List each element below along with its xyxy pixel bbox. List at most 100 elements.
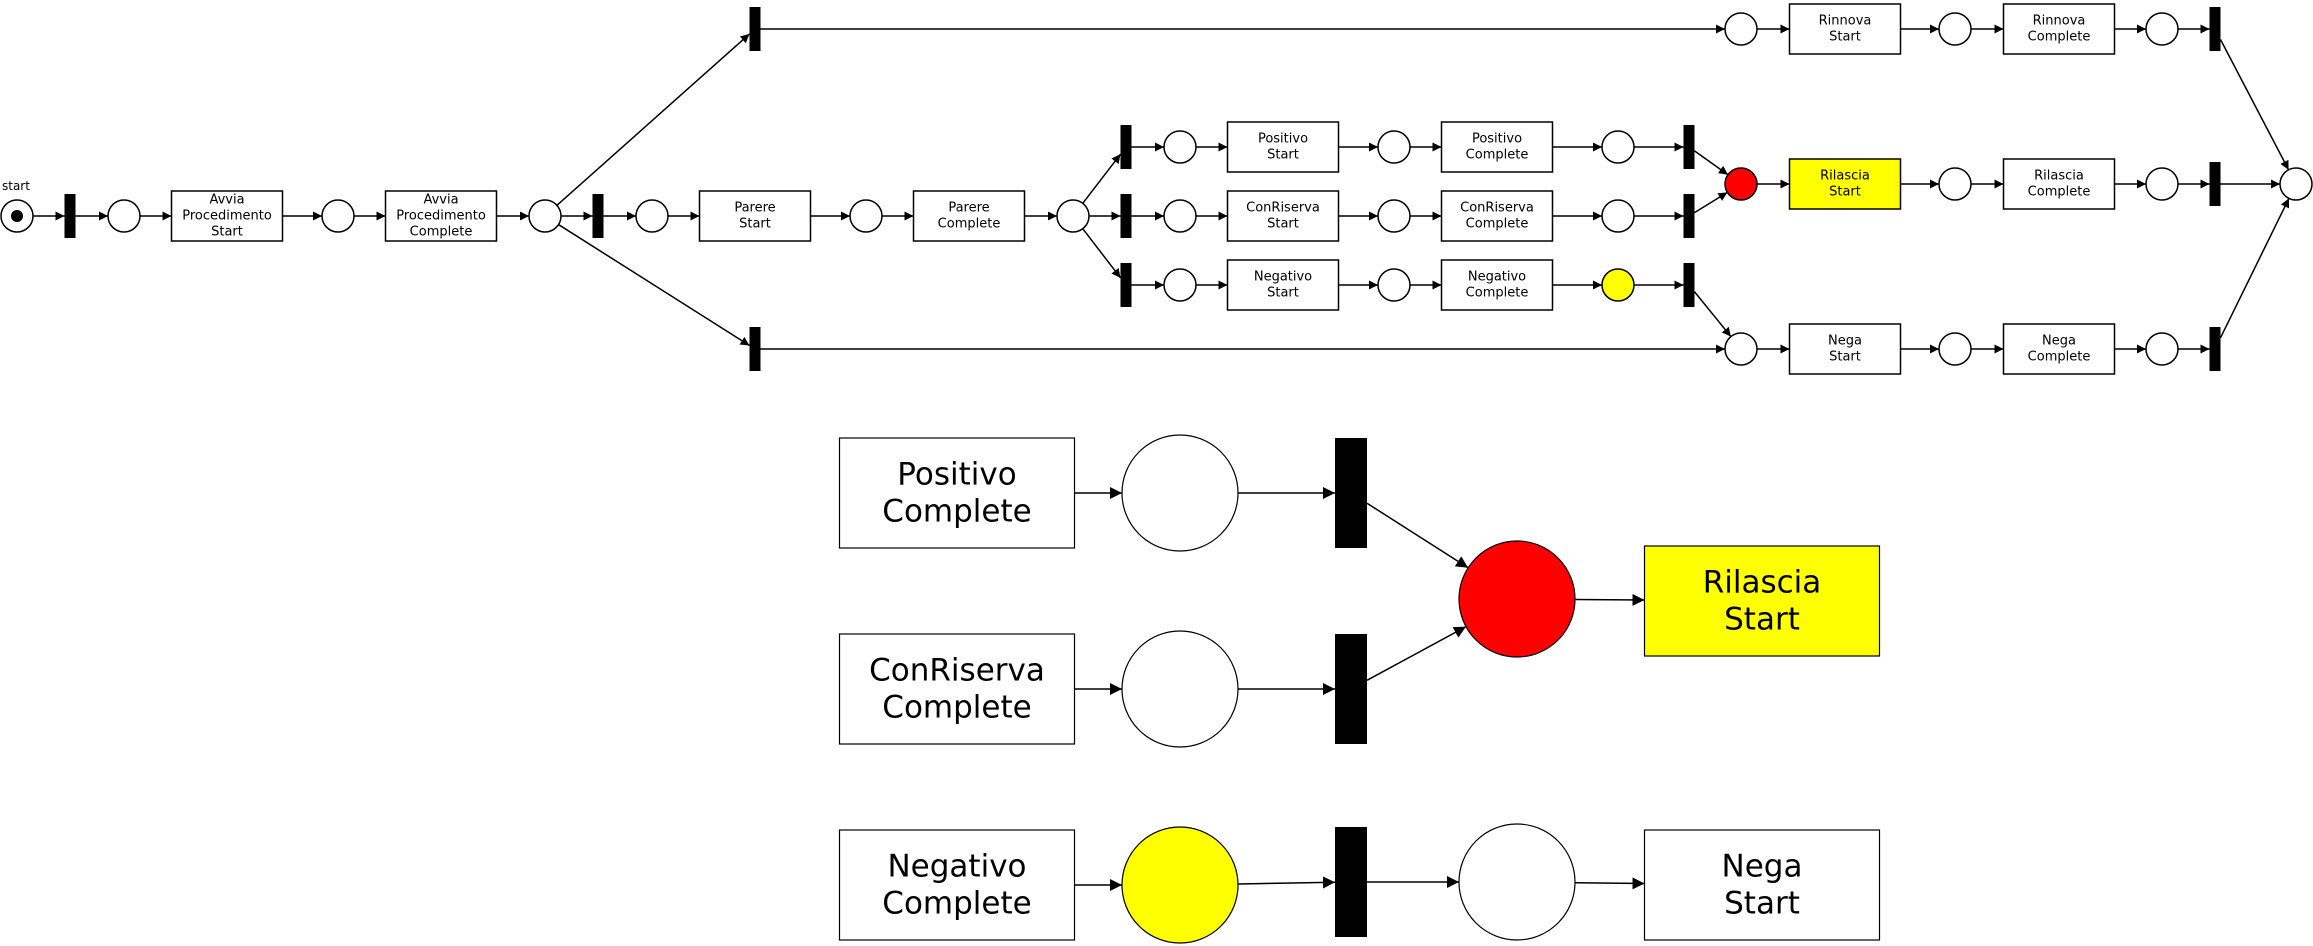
place-p3 (528, 199, 562, 233)
activity-label-line: Parere (734, 201, 775, 216)
place-p_neg2 (1377, 268, 1411, 302)
activity-label-line: Procedimento (182, 209, 272, 224)
transition-t_rinE (2209, 7, 2221, 51)
activity-label-line: Complete (938, 217, 1001, 232)
activity-box (1788, 3, 1902, 55)
activity-box (838, 633, 1076, 745)
activity-label-line: Start (1724, 602, 1800, 638)
activity-label-line: Complete (410, 225, 473, 240)
transition-t0 (64, 194, 76, 238)
place-p_rin2 (2145, 12, 2179, 46)
activity-box (1226, 121, 1340, 173)
activity-label-line: Start (1829, 185, 1861, 200)
activity-box (838, 437, 1076, 549)
arc-t_rinE-p_end (2219, 39, 2290, 171)
activity-label-line: ConRiserva (1460, 201, 1534, 216)
activity-label-line: Start (211, 225, 243, 240)
zoom-place-zp_neg (1121, 826, 1239, 944)
transition-t_negaE (2209, 327, 2221, 371)
activity-label-line: Start (1267, 286, 1299, 301)
transition-t_negE (1683, 263, 1695, 307)
place-p5 (849, 199, 883, 233)
place-p_rin1 (1938, 12, 1972, 46)
activity-label-line: Start (1267, 217, 1299, 232)
arc-p3-t_par (556, 33, 750, 206)
activity-box (1226, 190, 1340, 242)
arc-zp_red-z_ril_s (1574, 593, 1645, 606)
activity-label-line: Rilascia (2034, 169, 2084, 184)
activity-box (912, 190, 1026, 242)
arc-t_posE-p_ril0 (1694, 150, 1729, 176)
arc-layer (33, 24, 2290, 891)
activity-box (1440, 121, 1554, 173)
activity-label-line: Procedimento (396, 209, 486, 224)
activity-box (1440, 259, 1554, 311)
place-p_neg1 (1163, 268, 1197, 302)
arc-p6-t_negb (1082, 228, 1122, 279)
transition-t_rilE (2209, 162, 2221, 206)
activity-label-line: Start (1829, 350, 1861, 365)
activity-label-line: Nega (1722, 849, 1803, 885)
place-p_nega2 (2145, 332, 2179, 366)
activity-label-line: Complete (2028, 185, 2091, 200)
activity-label-line: Start (1724, 886, 1800, 922)
place-p2 (321, 199, 355, 233)
activity-label-line: Rinnova (1819, 14, 1872, 29)
arc-t_negE-p_nega0 (1693, 291, 1732, 338)
activity-box (384, 190, 498, 242)
activity-label-line: Start (1829, 30, 1861, 45)
activity-label-line: Negativo (887, 849, 1026, 885)
activity-box (1643, 545, 1881, 657)
activity-label-line: Rinnova (2033, 14, 2086, 29)
zoom-transition-zt_pos (1335, 438, 1367, 548)
activity-label-line: Parere (948, 201, 989, 216)
zoom-place-zp_nega (1458, 823, 1576, 941)
activity-label-line: Rilascia (1820, 169, 1870, 184)
activity-label-line: Negativo (1468, 270, 1526, 285)
place-p4 (635, 199, 669, 233)
zoom-place-zp_con (1121, 630, 1239, 748)
activity-box (1643, 829, 1881, 941)
arc-zt_con-zp_red (1366, 625, 1467, 681)
zoom-place-zp_pos (1121, 434, 1239, 552)
activity-label-line: Complete (1466, 217, 1529, 232)
place-p_nega1 (1938, 332, 1972, 366)
activity-label-line: Avvia (423, 193, 458, 208)
zoom-transition-zt_con (1335, 634, 1367, 744)
activity-label-line: Complete (2028, 350, 2091, 365)
activity-label-line: Complete (1466, 286, 1529, 301)
activity-label-line: Negativo (1254, 270, 1312, 285)
activity-box (1226, 259, 1340, 311)
activity-box (1440, 190, 1554, 242)
activity-label-line: Complete (882, 886, 1031, 922)
transition-t_conE (1683, 194, 1695, 238)
place-p6 (1056, 199, 1090, 233)
activity-box (2002, 3, 2116, 55)
activity-box (170, 190, 284, 242)
transition-t_negb (1120, 263, 1132, 307)
start-label: start (2, 179, 30, 193)
place-p_pos2 (1377, 130, 1411, 164)
transition-t_split (592, 194, 604, 238)
activity-label-line: Complete (1466, 148, 1529, 163)
activity-label-line: Nega (1828, 334, 1862, 349)
arc-t_negaE-p_end (2219, 198, 2290, 339)
place-p_end (2279, 167, 2313, 201)
place-p_con1 (1163, 199, 1197, 233)
place-p_rin0 (1724, 12, 1758, 46)
transition-t_posE (1683, 125, 1695, 169)
activity-label-line: Complete (882, 494, 1031, 530)
place-p_con3 (1601, 199, 1635, 233)
arc-zp_nega-z_nega_s (1574, 877, 1645, 890)
arc-p3-t_neg (558, 223, 750, 347)
